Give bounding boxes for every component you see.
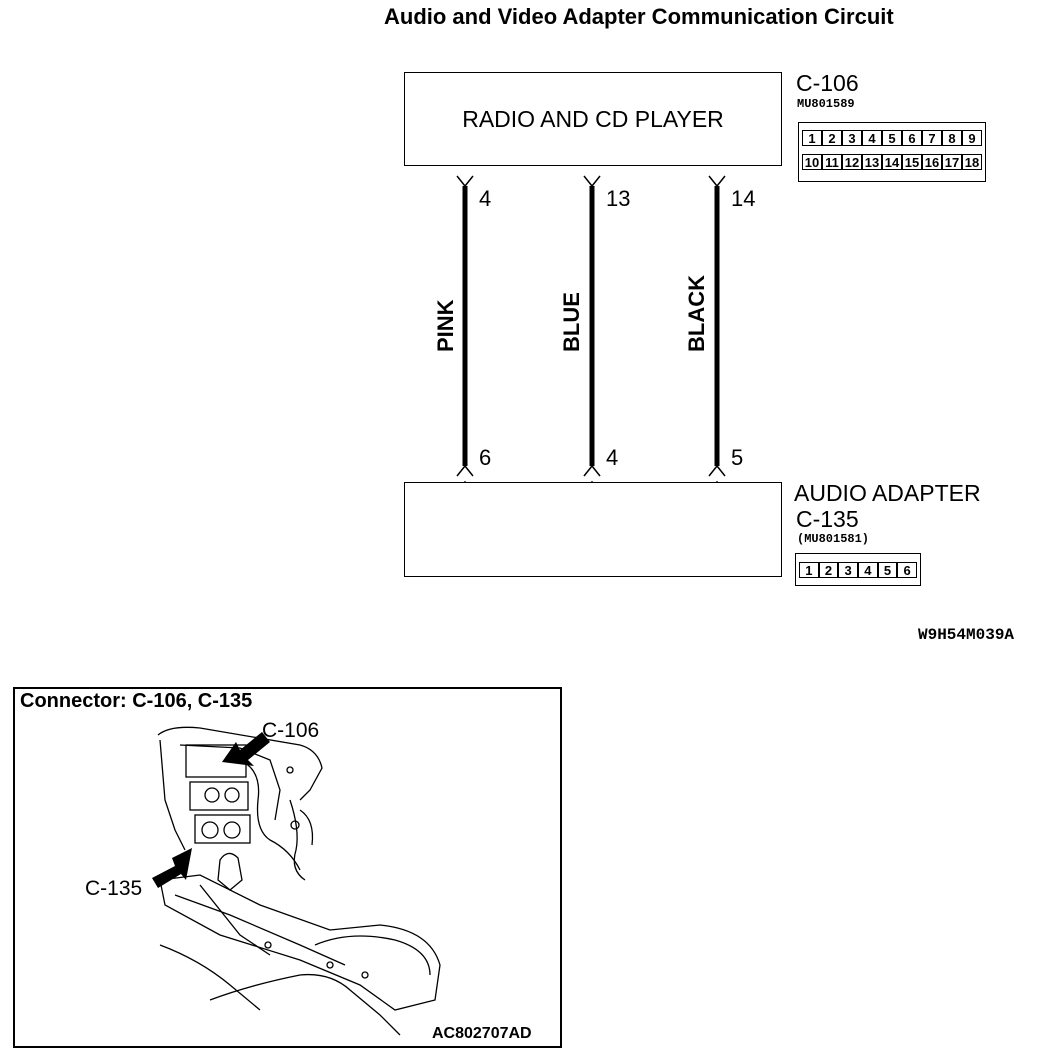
pin-cell: 5 — [882, 130, 902, 146]
pin-number-adapter-blue: 4 — [606, 445, 619, 470]
figure-code: AC802707AD — [432, 1025, 532, 1042]
pin-cell: 11 — [822, 154, 842, 170]
diagram-title: Audio and Video Adapter Communication Ci… — [384, 4, 894, 29]
pin-cell: 14 — [882, 154, 902, 170]
pin-cell: 8 — [942, 130, 962, 146]
pin-cell: 13 — [862, 154, 882, 170]
diagram-code: W9H54M039A — [918, 626, 1015, 644]
pin-cell: 17 — [942, 154, 962, 170]
pin-number-adapter-pink: 6 — [479, 445, 492, 470]
pin-number-radio-black: 14 — [731, 186, 756, 211]
pin-cell: 5 — [877, 562, 898, 578]
audio-adapter-label: AUDIO ADAPTER — [794, 480, 981, 506]
wire-label-black: BLACK — [684, 275, 709, 352]
connector-location-title: Connector: C-106, C-135 — [20, 690, 253, 712]
pin-cell: 4 — [862, 130, 882, 146]
connector-id-c106: C-106 — [796, 70, 859, 96]
pin-number-radio-blue: 13 — [606, 186, 631, 211]
arrow-c135 — [152, 848, 192, 888]
connector-c106-face: 1 2 3 4 5 6 7 8 9 10 11 12 13 14 15 16 1… — [798, 122, 986, 182]
pin-cell: 9 — [962, 130, 982, 146]
radio-cd-player-label: RADIO AND CD PLAYER — [462, 106, 724, 132]
pin-number-radio-pink: 4 — [479, 186, 492, 211]
part-number-c106: MU801589 — [797, 97, 855, 111]
wire-blue — [583, 175, 601, 529]
audio-adapter-box — [404, 482, 782, 577]
pin-cell: 6 — [897, 562, 917, 578]
pin-cell: 2 — [818, 562, 839, 578]
pin-cell: 15 — [902, 154, 922, 170]
pin-cell: 7 — [922, 130, 942, 146]
pin-cell: 2 — [822, 130, 842, 146]
pin-cell: 1 — [802, 130, 822, 146]
callout-c106: C-106 — [262, 719, 320, 742]
pin-cell: 3 — [838, 562, 858, 578]
arrow-c106 — [222, 732, 270, 766]
pin-cell: 6 — [902, 130, 922, 146]
connector-c135-face: 1 2 3 4 5 6 — [795, 553, 921, 586]
pin-cell: 3 — [842, 130, 862, 146]
pin-cell: 18 — [962, 154, 982, 170]
pin-cell: 4 — [857, 562, 878, 578]
pin-cell: 1 — [799, 562, 819, 578]
connector-location-frame — [13, 687, 562, 1048]
pin-cell: 12 — [842, 154, 862, 170]
pin-cell: 16 — [922, 154, 942, 170]
wire-pink — [456, 175, 474, 529]
wire-label-pink: PINK — [433, 299, 458, 352]
wire-black — [708, 175, 726, 529]
part-number-c135: (MU801581) — [797, 532, 870, 546]
pin-cell: 10 — [802, 154, 822, 170]
wire-label-blue: BLUE — [559, 292, 584, 352]
connector-id-c135: C-135 — [796, 506, 859, 532]
radio-cd-player-box — [404, 72, 782, 166]
callout-c135: C-135 — [85, 877, 143, 900]
pin-number-adapter-black: 5 — [731, 445, 744, 470]
